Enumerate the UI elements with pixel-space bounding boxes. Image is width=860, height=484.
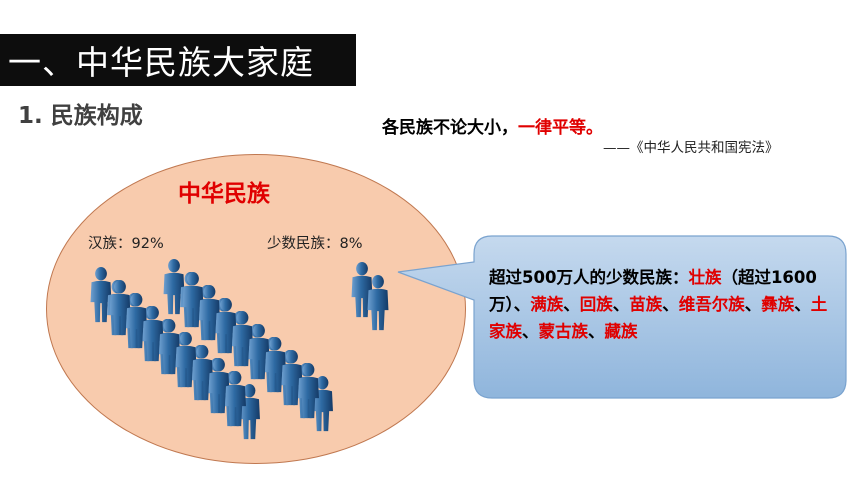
ethnic-group-name: 藏族: [604, 322, 638, 341]
ethnic-group-separator: 、: [794, 295, 811, 314]
callout-intro: 超过500万人的少数民族：: [489, 268, 689, 287]
subtitle: 1. 民族构成: [18, 103, 143, 129]
quote-source: ——《中华人民共和国宪法》: [603, 140, 779, 156]
ethnic-group-name: 维吾尔族: [678, 295, 745, 314]
minority-percentage-label: 少数民族：8%: [267, 236, 363, 252]
ethnic-group-separator: （超过1600万）、: [489, 268, 817, 314]
ethnic-group-name: 土家族: [489, 295, 828, 341]
ethnic-group-separator: 、: [744, 295, 762, 314]
ethnic-group-separator: 、: [662, 295, 679, 314]
ethnic-group-name: 蒙古族: [538, 322, 589, 341]
constitution-quote: 各民族不论大小，一律平等。: [382, 113, 603, 138]
callout-text: 超过500万人的少数民族：壮族（超过1600万）、满族、回族、苗族、维吾尔族、彝…: [489, 264, 831, 345]
ellipse-title: 中华民族: [178, 181, 270, 207]
quote-emphasis: 一律平等。: [518, 118, 603, 138]
ethnic-group-name: 苗族: [629, 295, 663, 314]
ethnic-group-separator: 、: [588, 322, 605, 341]
ethnic-group-name: 回族: [579, 295, 613, 314]
ethnic-group-name: 壮族: [688, 268, 722, 287]
ethnic-group-separator: 、: [522, 322, 539, 341]
ethnic-group-separator: 、: [612, 295, 630, 314]
ethnic-group-name: 彝族: [761, 295, 795, 314]
quote-text: 各民族不论大小，: [382, 118, 518, 138]
ethnic-group-name: 满族: [530, 295, 564, 314]
section-title: 一、中华民族大家庭: [0, 34, 356, 86]
ethnic-group-separator: 、: [563, 295, 580, 314]
han-percentage-label: 汉族：92%: [88, 236, 164, 252]
